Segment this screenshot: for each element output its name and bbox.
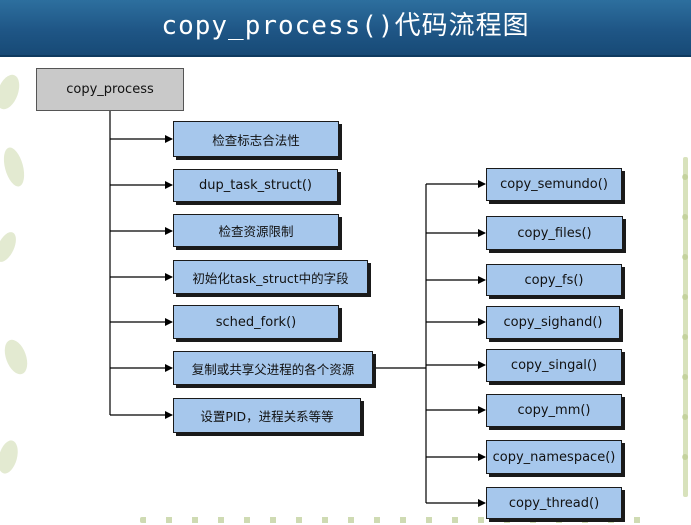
resource-label: copy_semundo() (500, 177, 608, 192)
resource-copy-files: copy_files() (486, 216, 623, 250)
step-set-pid: 设置PID，进程关系等等 (173, 398, 361, 433)
resource-copy-thread: copy_thread() (486, 487, 622, 519)
step-check-flags: 检查标志合法性 (173, 121, 339, 157)
resource-copy-namespace: copy_namespace() (486, 440, 622, 474)
step-label: sched_fork() (215, 314, 297, 330)
step-label: 设置PID，进程关系等等 (200, 409, 334, 424)
background-decoration (0, 57, 691, 525)
step-label: 初始化task_struct中的字段 (192, 270, 349, 286)
step-label: 检查标志合法性 (212, 132, 300, 148)
page-title: copy_process()代码流程图 (161, 11, 530, 41)
resource-copy-singal: copy_singal() (486, 349, 622, 382)
step-sched-fork: sched_fork() (173, 305, 339, 339)
root-node-label: copy_process (66, 82, 154, 97)
resource-label: copy_mm() (517, 403, 591, 418)
root-node-copy-process: copy_process (36, 68, 184, 111)
resource-copy-sighand: copy_sighand() (486, 306, 620, 339)
resource-label: copy_namespace() (492, 449, 616, 465)
resource-label: copy_fs() (524, 272, 584, 288)
step-dup-task-struct: dup_task_struct() (173, 169, 338, 202)
step-label: 检查资源限制 (218, 224, 294, 239)
step-init-task-struct-fields: 初始化task_struct中的字段 (173, 260, 368, 294)
resource-copy-fs: copy_fs() (486, 264, 622, 296)
step-label: 复制或共享父进程的各个资源 (191, 361, 355, 377)
step-check-resource-limits: 检查资源限制 (173, 214, 339, 247)
resource-label: copy_thread() (508, 495, 600, 511)
title-bar: copy_process()代码流程图 (0, 0, 691, 57)
footer-decoration (140, 517, 660, 523)
step-label: dup_task_struct() (199, 178, 312, 193)
resource-copy-mm: copy_mm() (486, 394, 622, 427)
step-copy-share-resources: 复制或共享父进程的各个资源 (173, 351, 373, 385)
resource-label: copy_files() (517, 225, 592, 241)
resource-copy-semundo: copy_semundo() (486, 168, 622, 201)
resource-label: copy_sighand() (503, 315, 603, 330)
resource-label: copy_singal() (510, 358, 598, 373)
